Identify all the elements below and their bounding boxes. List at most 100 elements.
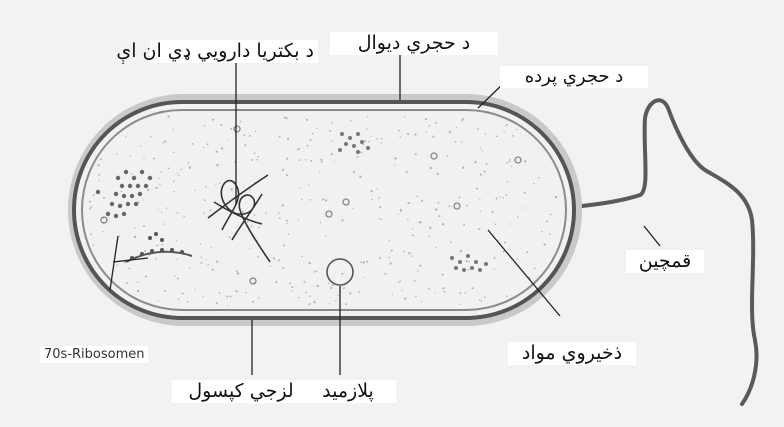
granule [495, 199, 496, 200]
granule [89, 208, 91, 210]
granule [316, 270, 317, 271]
granule [205, 259, 206, 260]
granule [173, 152, 175, 154]
granule [371, 190, 373, 192]
granule [205, 186, 207, 188]
granule [426, 131, 427, 132]
label-dna: د بکتریا دارويي ډي ان اې [150, 40, 318, 63]
granule [443, 291, 445, 293]
granule [251, 159, 253, 161]
granule [219, 182, 221, 184]
cell-wall [74, 102, 574, 318]
granule [150, 136, 151, 137]
granule [378, 197, 380, 199]
granule [270, 266, 271, 267]
granule [408, 252, 410, 254]
granule [466, 260, 468, 262]
granule [524, 192, 526, 194]
granule [215, 184, 216, 185]
granule [91, 233, 92, 234]
granule [103, 197, 105, 199]
granule [504, 241, 506, 243]
granule [297, 149, 299, 151]
granule [367, 116, 368, 117]
granule [282, 267, 284, 269]
granule [448, 205, 450, 207]
granule [486, 163, 488, 165]
granule [189, 267, 190, 268]
granule [366, 128, 368, 130]
granule [496, 197, 498, 199]
granule [421, 200, 423, 202]
granule [291, 286, 293, 288]
granule [438, 215, 440, 217]
granule [155, 258, 157, 260]
granule [359, 176, 361, 178]
granule [249, 248, 250, 249]
granule [498, 240, 499, 241]
granule [312, 133, 314, 135]
granule [249, 135, 251, 137]
granule [414, 134, 416, 136]
granule [216, 302, 218, 304]
granule [506, 295, 508, 297]
granule [124, 261, 126, 263]
granule [243, 135, 245, 137]
granule [179, 175, 180, 176]
granule [526, 251, 528, 253]
granule [313, 301, 315, 303]
granule [334, 161, 335, 162]
granule [485, 133, 486, 134]
granule [477, 128, 479, 130]
granule [319, 171, 320, 172]
granule [201, 257, 202, 258]
granule [381, 138, 383, 140]
granule [183, 216, 185, 218]
granule [406, 171, 408, 173]
granule [345, 303, 347, 305]
granule [257, 256, 259, 258]
granule [119, 235, 121, 237]
granule [415, 296, 417, 298]
granule [378, 218, 379, 219]
granule [524, 160, 526, 162]
granule [468, 269, 470, 271]
granule [275, 281, 277, 283]
granule [379, 257, 381, 259]
granule [478, 228, 480, 230]
granule [265, 212, 267, 214]
granule [320, 222, 321, 223]
granule [176, 240, 177, 241]
granule [360, 151, 362, 153]
granule [493, 269, 494, 270]
granule [360, 261, 362, 263]
granule [366, 261, 368, 263]
granule [226, 295, 228, 297]
granule [481, 150, 482, 151]
granule [176, 259, 177, 260]
granule [134, 227, 136, 229]
granule [130, 155, 131, 156]
granule [407, 133, 409, 135]
granule [247, 221, 249, 223]
granule [541, 231, 543, 233]
granule [207, 264, 209, 266]
granule [358, 291, 360, 293]
granule [389, 240, 390, 241]
granule [555, 196, 557, 198]
granule [153, 158, 155, 160]
granule [216, 151, 218, 153]
granule [398, 130, 400, 132]
granule [432, 136, 434, 138]
label-cell-wall: د حجري ديوال [330, 32, 498, 55]
granule [255, 131, 256, 132]
granule [202, 296, 203, 297]
granule [442, 287, 444, 289]
granule [341, 273, 343, 275]
granule [156, 244, 158, 246]
granule [341, 219, 343, 221]
granule [131, 173, 133, 175]
granule [212, 119, 214, 121]
granule [251, 225, 253, 227]
granule [97, 164, 99, 166]
